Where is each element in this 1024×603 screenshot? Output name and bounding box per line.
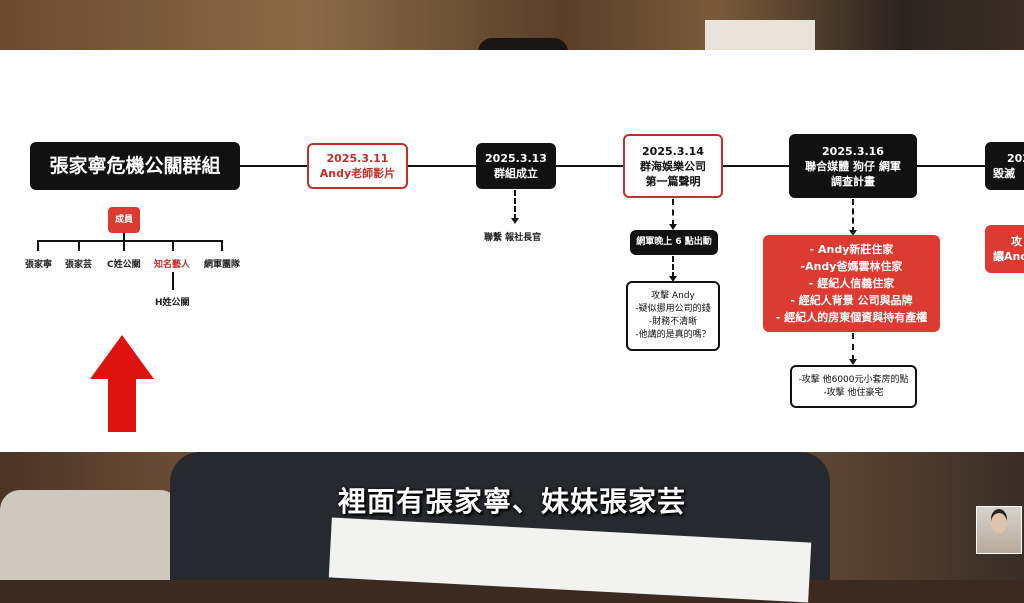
event-text: 群組成立 bbox=[494, 167, 538, 180]
channel-avatar bbox=[976, 506, 1022, 554]
event-2025-3-11: 2025.3.11 Andy老師影片 bbox=[307, 143, 408, 189]
event-cut-off-red-box: 攻 讓And bbox=[985, 225, 1024, 273]
red-line: 讓And bbox=[993, 250, 1024, 263]
result-line: 攻擊 Andy bbox=[651, 291, 695, 301]
event-2025-3-13: 2025.3.13 群組成立 bbox=[476, 143, 556, 189]
event-text: 聯合媒體 狗仔 網軍 bbox=[805, 159, 901, 173]
event-text: Andy老師影片 bbox=[319, 167, 396, 180]
group-title: 張家寧危機公關群組 bbox=[49, 154, 221, 177]
sub-member: H姓公關 bbox=[155, 298, 190, 308]
event-text: 毀滅 bbox=[993, 167, 1015, 180]
event-date: 2025.3.13 bbox=[485, 152, 547, 165]
result-line: -他講的是真的嗎？ bbox=[635, 330, 711, 340]
result-line: -財務不清晰 bbox=[648, 317, 698, 327]
member-0: 張家寧 bbox=[25, 260, 53, 270]
event-text: 群海娛樂公司 bbox=[640, 159, 706, 173]
target-line: - 經紀人信義住家 bbox=[808, 277, 895, 290]
event-2025-3-14: 2025.3.14 群海娛樂公司 第一篇聲明 bbox=[623, 134, 723, 198]
timeline-diagram: 張家寧危機公關群組 成員 張家寧 張家芸 C姓公關 知名藝人 網軍團隊 H姓公關… bbox=[0, 50, 1024, 452]
result-box: 攻擊 Andy -疑似挪用公司的錢 -財務不清晰 -他講的是真的嗎？ bbox=[626, 281, 720, 351]
event-text: 調查計畫 bbox=[831, 174, 875, 188]
target-line: -Andy爸媽雲林住家 bbox=[800, 260, 903, 273]
member-3: 知名藝人 bbox=[154, 260, 191, 270]
target-line: - 經紀人的房東個資與持有產權 bbox=[775, 311, 928, 324]
target-line: - Andy新莊住家 bbox=[809, 243, 894, 256]
member-1: 張家芸 bbox=[65, 260, 93, 270]
step-text: 網軍晚上 6 點出動 bbox=[636, 237, 712, 247]
group-title-box: 張家寧危機公關群組 bbox=[30, 142, 240, 190]
result-line: -攻擊 他住豪宅 bbox=[823, 387, 884, 398]
red-line: 攻 bbox=[1011, 235, 1022, 248]
member-4: 網軍團隊 bbox=[204, 260, 241, 270]
event-date: 2025.3.11 bbox=[326, 152, 389, 165]
members-box: 成員 bbox=[108, 207, 140, 233]
step-box: 網軍晚上 6 點出動 bbox=[630, 230, 718, 255]
red-up-arrow bbox=[90, 335, 154, 379]
members-label: 成員 bbox=[114, 214, 133, 225]
result-line: -疑似挪用公司的錢 bbox=[635, 304, 711, 314]
event-cut-off: 202 毀滅 bbox=[985, 142, 1024, 190]
red-up-arrow-shaft bbox=[108, 378, 136, 432]
target-line: - 經紀人背景 公司與品牌 bbox=[790, 294, 913, 307]
video-background-top bbox=[0, 0, 1024, 52]
event-date: 2025.3.16 bbox=[822, 144, 884, 158]
result-line: -攻擊 他6000元小套房的點 bbox=[798, 374, 909, 385]
event-2025-3-16: 2025.3.16 聯合媒體 狗仔 網軍 調查計畫 bbox=[789, 134, 917, 198]
event-date: 2025.3.14 bbox=[642, 144, 704, 158]
event-date: 202 bbox=[1007, 152, 1024, 165]
sofa bbox=[0, 490, 180, 580]
event-note: 聯繫 報社長官 bbox=[484, 233, 542, 243]
investigation-targets-box: - Andy新莊住家 -Andy爸媽雲林住家 - 經紀人信義住家 - 經紀人背景… bbox=[763, 235, 940, 332]
member-2: C姓公關 bbox=[107, 260, 141, 270]
subtitle: 裡面有張家寧、妹妹張家芸 bbox=[337, 485, 686, 518]
attack-result-box: -攻擊 他6000元小套房的點 -攻擊 他住豪宅 bbox=[790, 365, 917, 408]
event-text: 第一篇聲明 bbox=[645, 174, 701, 188]
